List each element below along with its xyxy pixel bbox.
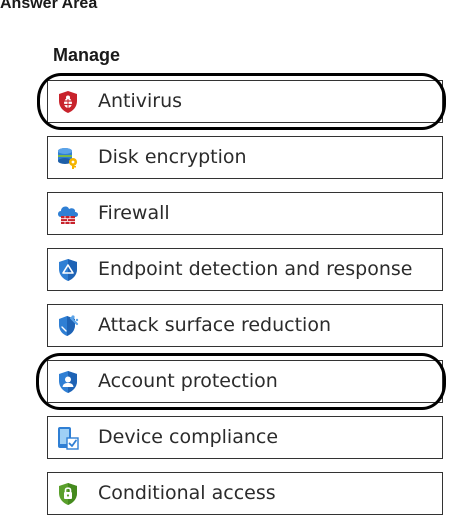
manage-item-label: Firewall (98, 202, 170, 224)
manage-item-conditional-access[interactable]: Conditional access (47, 472, 443, 515)
manage-item-label: Antivirus (98, 90, 183, 112)
manage-item-label: Account protection (98, 370, 278, 392)
device-compliance-icon (55, 425, 81, 451)
antivirus-shield-icon (55, 89, 81, 115)
manage-item-disk-encryption[interactable]: Disk encryption (47, 136, 443, 179)
manage-item-attack-surface-reduction[interactable]: Attack surface reduction (47, 304, 443, 347)
manage-item-antivirus[interactable]: Antivirus (47, 80, 443, 123)
attack-surface-shield-icon (55, 313, 81, 339)
manage-item-label: Disk encryption (98, 146, 247, 168)
disk-encryption-icon (55, 145, 81, 171)
firewall-cloud-icon (55, 201, 81, 227)
conditional-access-lock-icon (55, 481, 81, 507)
endpoint-detection-shield-icon (55, 257, 81, 283)
manage-item-endpoint-detection[interactable]: Endpoint detection and response (47, 248, 443, 291)
manage-item-label: Conditional access (98, 482, 276, 504)
answer-area-title: Answer Area (0, 0, 98, 12)
manage-item-label: Endpoint detection and response (98, 258, 413, 280)
manage-item-label: Device compliance (98, 426, 279, 448)
manage-item-firewall[interactable]: Firewall (47, 192, 443, 235)
manage-item-label: Attack surface reduction (98, 314, 331, 336)
account-protection-shield-icon (55, 369, 81, 395)
manage-item-device-compliance[interactable]: Device compliance (47, 416, 443, 459)
manage-item-account-protection[interactable]: Account protection (47, 360, 443, 403)
manage-heading: Manage (53, 45, 121, 65)
